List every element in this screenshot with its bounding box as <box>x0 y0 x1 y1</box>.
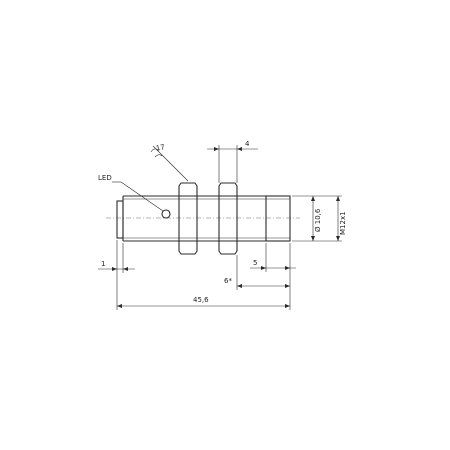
cap-offset-label: 1 <box>101 260 105 268</box>
hex-nut-right <box>218 182 238 255</box>
nut-thickness-dimension <box>207 145 258 183</box>
led-label: LED <box>98 174 112 182</box>
wrench-size-label: 17 <box>155 143 165 153</box>
diameter-dimension <box>292 195 342 242</box>
hex-nut-left <box>178 182 198 255</box>
led-indicator <box>161 209 171 219</box>
lens-length-label: 5 <box>253 259 257 267</box>
total-length-dimension <box>117 304 290 308</box>
nut-offset-dimension <box>236 255 290 290</box>
thread-label: M12x1 <box>339 211 347 235</box>
nut-offset-label: 6* <box>224 277 232 285</box>
nut-thickness-label: 4 <box>245 140 250 148</box>
total-length-label: 45,6 <box>193 296 209 304</box>
cap-offset-dimension <box>98 240 135 310</box>
sensor-body <box>122 195 290 242</box>
sensing-face <box>265 195 291 242</box>
rear-cap <box>116 200 124 239</box>
diameter-label: Ø 10,6 <box>314 208 322 232</box>
lens-length-dimension <box>250 243 296 310</box>
led-leader <box>112 181 164 212</box>
wrench-leader <box>150 145 189 182</box>
